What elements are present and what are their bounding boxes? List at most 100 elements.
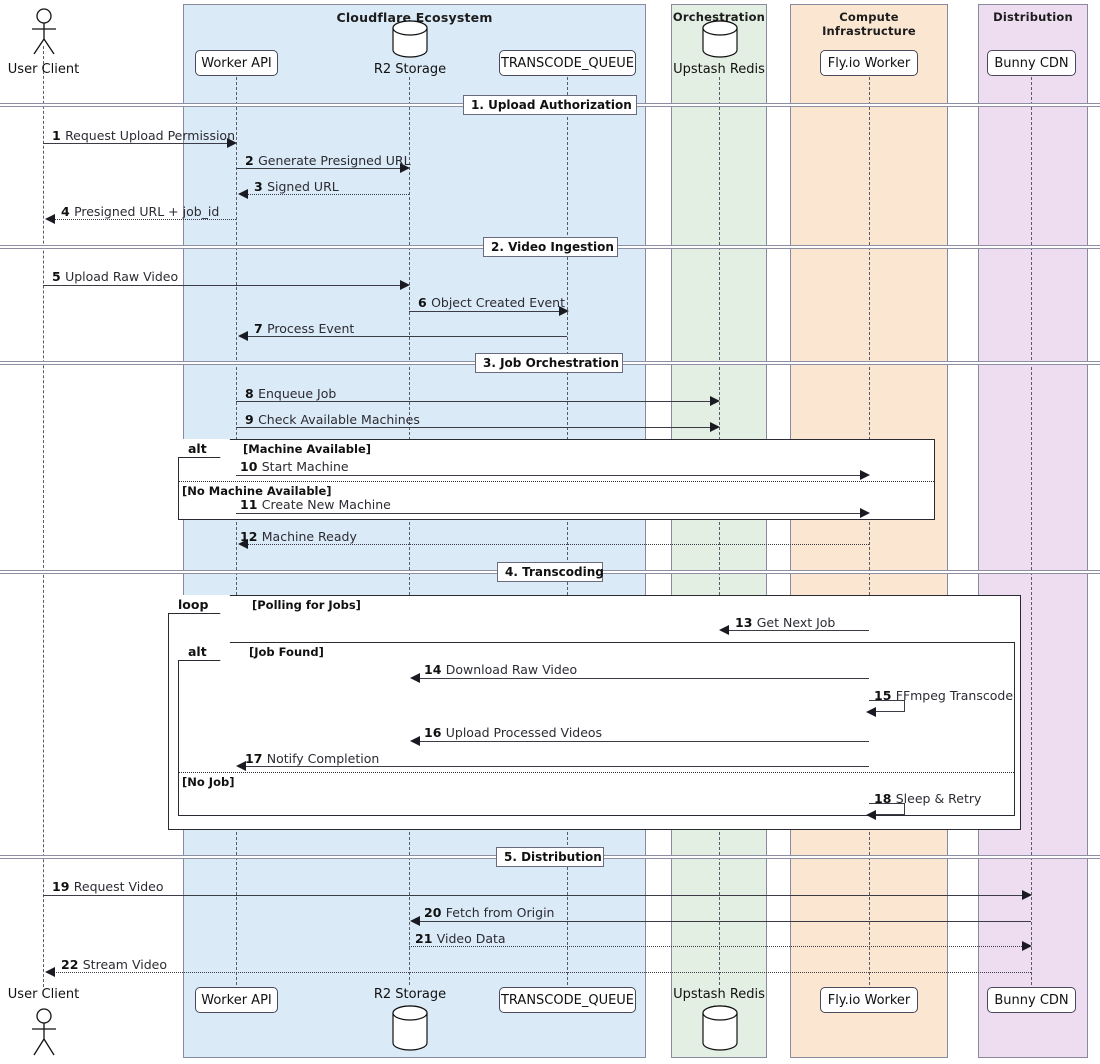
- lifeline-upstash-redis: [719, 77, 720, 985]
- message-number: 12: [240, 529, 262, 544]
- message-label-9: 9 Check Available Machines: [245, 412, 420, 427]
- message-number: 3: [254, 179, 268, 194]
- message-label-12: 12 Machine Ready: [240, 529, 357, 544]
- message-arrow-12: [246, 544, 869, 545]
- arrowhead-left: [238, 331, 248, 341]
- message-label-14: 14 Download Raw Video: [424, 662, 577, 677]
- message-arrow-7: [246, 336, 567, 337]
- participant-fly-io-worker-bottom[interactable]: Fly.io Worker: [820, 987, 918, 1013]
- frame-condition-job-found: [Job Found]: [249, 645, 324, 659]
- lifeline-worker-api: [236, 77, 237, 985]
- message-label-11: 11 Create New Machine: [240, 497, 391, 512]
- avatar-user-client-top: [32, 8, 56, 55]
- divider-label-upload-authorization: 1. Upload Authorization: [463, 95, 637, 115]
- message-arrow-17: [244, 766, 869, 767]
- message-number: 17: [245, 751, 267, 766]
- message-arrow-19: [43, 895, 1024, 896]
- participant-label-user-client-bottom: User Client: [7, 987, 80, 1002]
- message-arrow-16: [418, 741, 869, 742]
- message-arrow-21: [409, 946, 1024, 947]
- message-label-15: 15 FFmpeg Transcode: [874, 688, 1013, 703]
- frame-background: [169, 596, 1021, 830]
- participant-worker-api-top[interactable]: Worker API: [195, 50, 278, 76]
- message-arrow-4: [53, 219, 236, 220]
- arrowhead-right: [860, 470, 870, 480]
- arrowhead-right: [1022, 890, 1032, 900]
- participant-bunny-cdn-top[interactable]: Bunny CDN: [987, 50, 1076, 76]
- participant-label-user-client-top: User Client: [7, 62, 80, 77]
- lifeline-r2-storage: [409, 77, 410, 985]
- message-arrow-14: [418, 678, 869, 679]
- frame-condition-machine-available: [Machine Available]: [243, 442, 372, 456]
- participant-transcode-queue-bottom[interactable]: TRANSCODE_QUEUE: [499, 987, 636, 1013]
- participant-label-upstash-redis-bottom: Upstash Redis: [673, 987, 765, 1002]
- arrowhead-right: [1022, 941, 1032, 951]
- participant-fly-io-worker-top[interactable]: Fly.io Worker: [820, 50, 918, 76]
- message-arrow-13: [727, 630, 869, 631]
- frame-tag-loop: loop: [168, 595, 220, 614]
- message-text: Video Data: [436, 931, 506, 946]
- arrowhead-right: [400, 280, 410, 290]
- group-title: Cloudflare Ecosystem: [336, 10, 493, 25]
- database-icon-upstash-redis-bottom: [702, 1005, 738, 1051]
- message-number: 19: [52, 879, 74, 894]
- arrowhead-left: [45, 967, 55, 977]
- message-text: Get Next Job: [756, 615, 836, 630]
- arrowhead-left: [719, 625, 729, 635]
- message-number: 6: [418, 295, 432, 310]
- message-number: 18: [874, 791, 896, 806]
- message-text: Notify Completion: [266, 751, 380, 766]
- arrowhead-left: [866, 810, 876, 820]
- message-text: Check Available Machines: [258, 412, 420, 427]
- message-arrow-11: [236, 513, 862, 514]
- message-arrow-1: [43, 143, 229, 144]
- self-message-box-18: [869, 803, 905, 815]
- message-number: 16: [424, 725, 446, 740]
- message-number: 14: [424, 662, 446, 677]
- message-label-16: 16 Upload Processed Videos: [424, 725, 602, 740]
- message-arrow-22: [53, 972, 1031, 973]
- divider-label-distribution: 5. Distribution: [496, 847, 604, 867]
- message-label-8: 8 Enqueue Job: [245, 386, 336, 401]
- message-label-21: 21 Video Data: [415, 931, 506, 946]
- frame-background: [179, 440, 935, 520]
- database-icon-r2-storage-bottom: [392, 1005, 428, 1051]
- message-label-13: 13 Get Next Job: [735, 615, 835, 630]
- database-icon-upstash-redis-top: [702, 20, 738, 58]
- message-arrow-10: [236, 475, 862, 476]
- message-label-7: 7 Process Event: [254, 321, 354, 336]
- group-title: Compute Infrastructure: [822, 10, 916, 38]
- participant-worker-api-bottom[interactable]: Worker API: [195, 987, 278, 1013]
- message-arrow-9: [236, 427, 712, 428]
- message-number: 22: [61, 957, 83, 972]
- message-text: Sleep & Retry: [895, 791, 982, 806]
- message-text: Fetch from Origin: [445, 905, 555, 920]
- participant-label-r2-storage-bottom: R2 Storage: [373, 987, 447, 1002]
- participant-transcode-queue-top[interactable]: TRANSCODE_QUEUE: [499, 50, 636, 76]
- frame-condition-polling-for-jobs: [Polling for Jobs]: [252, 598, 361, 612]
- participant-bunny-cdn-bottom[interactable]: Bunny CDN: [987, 987, 1076, 1013]
- message-label-1: 1 Request Upload Permission: [52, 128, 235, 143]
- arrowhead-left: [410, 916, 420, 926]
- participant-label-upstash-redis-top: Upstash Redis: [673, 62, 765, 77]
- lifeline-transcode-queue: [567, 77, 568, 985]
- message-text: Signed URL: [267, 179, 339, 194]
- message-label-2: 2 Generate Presigned URL: [245, 153, 411, 168]
- arrowhead-left: [236, 761, 246, 771]
- message-arrow-8: [236, 401, 712, 402]
- message-arrow-6: [409, 311, 561, 312]
- participant-label-r2-storage-top: R2 Storage: [373, 62, 447, 77]
- arrowhead-right: [710, 396, 720, 406]
- frame-alt-job-found: [178, 642, 1015, 816]
- message-arrow-20: [418, 921, 1031, 922]
- message-text: Stream Video: [82, 957, 167, 972]
- message-number: 7: [254, 321, 268, 336]
- database-icon-r2-storage-top: [392, 20, 428, 58]
- arrowhead-left: [238, 189, 248, 199]
- group-title: Distribution: [993, 10, 1073, 24]
- group-distribution: Distribution: [978, 4, 1088, 1058]
- divider-label-job-orchestration: 3. Job Orchestration: [475, 353, 623, 373]
- frame-loop-polling-for-jobs: [168, 595, 1021, 830]
- message-text: Generate Presigned URL: [258, 153, 411, 168]
